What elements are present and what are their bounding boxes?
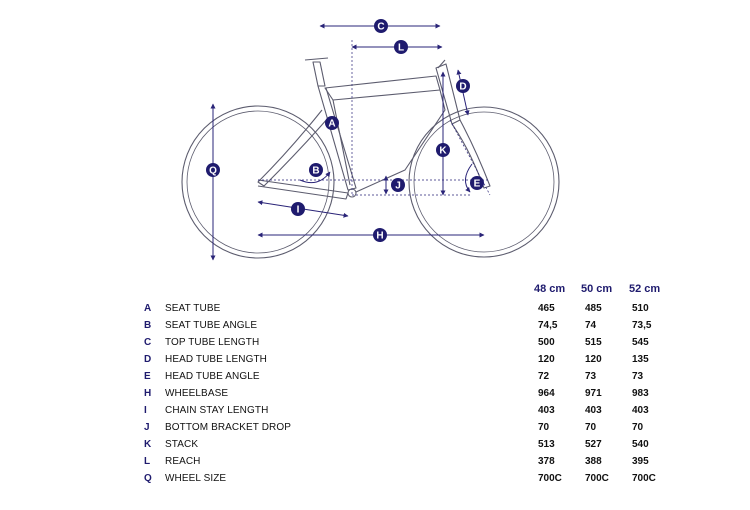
row-label: SEAT TUBE ANGLE xyxy=(165,320,258,331)
row-value-50: 700C xyxy=(585,473,609,484)
row-value-50: 70 xyxy=(585,422,597,433)
row-value-48: 72 xyxy=(538,371,550,382)
row-letter: L xyxy=(144,456,151,467)
marker-e: E xyxy=(470,176,484,190)
row-letter: E xyxy=(144,371,151,382)
table-row: K STACK 513 527 540 xyxy=(140,439,680,455)
bike-frame xyxy=(257,57,491,200)
bike-geometry-diagram: C L D A K Q B E xyxy=(181,19,560,261)
row-value-52: 395 xyxy=(632,456,649,467)
marker-j-label: J xyxy=(395,181,401,192)
row-label: HEAD TUBE ANGLE xyxy=(165,371,260,382)
row-label: SEAT TUBE xyxy=(165,303,221,314)
row-value-52: 700C xyxy=(632,473,656,484)
row-value-48: 74,5 xyxy=(538,320,558,331)
row-value-52: 510 xyxy=(632,303,649,314)
row-value-52: 545 xyxy=(632,337,649,348)
row-letter: B xyxy=(144,320,152,331)
row-value-52: 540 xyxy=(632,439,649,450)
table-row: I CHAIN STAY LENGTH 403 403 403 xyxy=(140,405,680,421)
row-value-50: 74 xyxy=(585,320,597,331)
row-value-48: 513 xyxy=(538,439,555,450)
row-value-50: 120 xyxy=(585,354,602,365)
row-value-52: 403 xyxy=(632,405,649,416)
front-wheel xyxy=(408,106,560,258)
row-label: REACH xyxy=(165,456,201,467)
row-value-50: 527 xyxy=(585,439,602,450)
size-header-50: 50 cm xyxy=(581,283,613,295)
row-letter: I xyxy=(144,405,147,416)
row-value-48: 465 xyxy=(538,303,555,314)
rear-wheel xyxy=(181,105,335,259)
table-row: A SEAT TUBE 465 485 510 xyxy=(140,303,680,319)
marker-e-label: E xyxy=(474,179,481,190)
row-label: CHAIN STAY LENGTH xyxy=(165,405,269,416)
row-value-48: 500 xyxy=(538,337,555,348)
marker-c-label: C xyxy=(377,22,384,33)
row-value-52: 983 xyxy=(632,388,649,399)
table-row: C TOP TUBE LENGTH 500 515 545 xyxy=(140,337,680,353)
table-row: D HEAD TUBE LENGTH 120 120 135 xyxy=(140,354,680,370)
marker-q: Q xyxy=(206,163,220,177)
marker-l-label: L xyxy=(398,43,404,54)
table-row: J BOTTOM BRACKET DROP 70 70 70 xyxy=(140,422,680,438)
marker-h-label: H xyxy=(376,231,383,242)
marker-j: J xyxy=(391,178,405,192)
marker-a: A xyxy=(325,116,339,130)
marker-b: B xyxy=(309,163,323,177)
marker-a-label: A xyxy=(328,119,335,130)
marker-k: K xyxy=(436,143,450,157)
table-row: E HEAD TUBE ANGLE 72 73 73 xyxy=(140,371,680,387)
row-value-50: 971 xyxy=(585,388,602,399)
marker-b-label: B xyxy=(312,166,319,177)
row-value-48: 378 xyxy=(538,456,555,467)
row-value-50: 515 xyxy=(585,337,602,348)
row-letter: D xyxy=(144,354,152,365)
row-value-48: 70 xyxy=(538,422,550,433)
marker-k-label: K xyxy=(439,146,447,157)
row-label: WHEELBASE xyxy=(165,388,229,399)
table-row: Q WHEEL SIZE 700C 700C 700C xyxy=(140,473,680,489)
dimension-lines xyxy=(210,23,491,261)
row-value-48: 403 xyxy=(538,405,555,416)
size-header-52: 52 cm xyxy=(629,283,661,295)
table-row: H WHEELBASE 964 971 983 xyxy=(140,388,680,404)
row-label: HEAD TUBE LENGTH xyxy=(165,354,267,365)
row-letter: K xyxy=(144,439,152,450)
table-row: L REACH 378 388 395 xyxy=(140,456,680,472)
marker-d: D xyxy=(456,79,470,93)
marker-h: H xyxy=(373,228,387,242)
row-value-52: 135 xyxy=(632,354,649,365)
table-row: B SEAT TUBE ANGLE 74,5 74 73,5 xyxy=(140,320,680,336)
row-value-50: 485 xyxy=(585,303,602,314)
row-value-50: 403 xyxy=(585,405,602,416)
marker-l: L xyxy=(394,40,408,54)
marker-q-label: Q xyxy=(209,166,217,177)
row-value-52: 73,5 xyxy=(632,320,652,331)
row-value-52: 73 xyxy=(632,371,644,382)
row-letter: A xyxy=(144,303,152,314)
row-label: BOTTOM BRACKET DROP xyxy=(165,422,291,433)
row-label: STACK xyxy=(165,439,199,450)
marker-i-label: I xyxy=(297,205,300,216)
size-header-48: 48 cm xyxy=(534,283,566,295)
marker-i: I xyxy=(291,202,305,216)
row-value-48: 964 xyxy=(538,388,555,399)
row-value-50: 73 xyxy=(585,371,597,382)
row-value-48: 700C xyxy=(538,473,562,484)
row-value-52: 70 xyxy=(632,422,644,433)
row-letter: C xyxy=(144,337,152,348)
row-value-50: 388 xyxy=(585,456,602,467)
row-label: TOP TUBE LENGTH xyxy=(165,337,260,348)
row-value-48: 120 xyxy=(538,354,555,365)
row-letter: Q xyxy=(144,473,152,484)
marker-d-label: D xyxy=(459,82,466,93)
row-label: WHEEL SIZE xyxy=(165,473,227,484)
marker-c: C xyxy=(374,19,388,33)
row-letter: H xyxy=(144,388,152,399)
row-letter: J xyxy=(144,422,150,433)
